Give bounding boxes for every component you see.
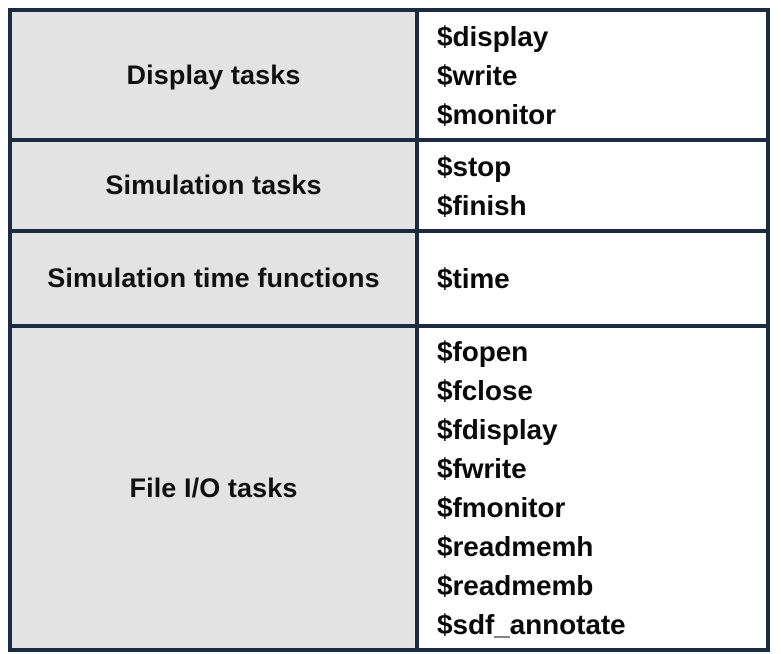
system-tasks-table: Display tasks $display $write $monitor S… (8, 8, 770, 652)
category-label-file-io-tasks: File I/O tasks (10, 326, 419, 650)
category-label-simulation-time-functions: Simulation time functions (10, 231, 419, 326)
task-cell-simulation-time-functions: $time (417, 231, 768, 326)
table-row: File I/O tasks $fopen $fclose $fdisplay … (10, 326, 768, 650)
task-list: $stop $finish (437, 147, 766, 225)
task-cell-display-tasks: $display $write $monitor (417, 10, 768, 140)
list-item: $fclose (437, 375, 533, 406)
task-list: $time (437, 259, 766, 298)
task-list: $display $write $monitor (437, 17, 766, 134)
category-label-display-tasks: Display tasks (10, 10, 419, 140)
list-item: $fwrite (437, 453, 527, 484)
list-item: $fmonitor (437, 492, 566, 523)
category-label-simulation-tasks: Simulation tasks (10, 140, 419, 231)
list-item: $sdf_annotate (437, 609, 626, 640)
task-cell-file-io-tasks: $fopen $fclose $fdisplay $fwrite $fmonit… (417, 326, 768, 650)
list-item: $display (437, 20, 549, 52)
list-item: $fopen (437, 336, 529, 367)
list-item: $stop (437, 150, 512, 182)
list-item: $time (437, 263, 510, 294)
table-row: Simulation time functions $time (10, 231, 768, 326)
table-body: Display tasks $display $write $monitor S… (10, 10, 768, 650)
list-item: $finish (437, 189, 527, 221)
table-row: Simulation tasks $stop $finish (10, 140, 768, 231)
table-row: Display tasks $display $write $monitor (10, 10, 768, 140)
list-item: $write (437, 59, 518, 91)
list-item: $monitor (437, 98, 556, 130)
task-list: $fopen $fclose $fdisplay $fwrite $fmonit… (437, 332, 766, 644)
task-cell-simulation-tasks: $stop $finish (417, 140, 768, 231)
list-item: $readmemb (437, 570, 594, 601)
list-item: $readmemh (437, 531, 594, 562)
list-item: $fdisplay (437, 414, 558, 445)
